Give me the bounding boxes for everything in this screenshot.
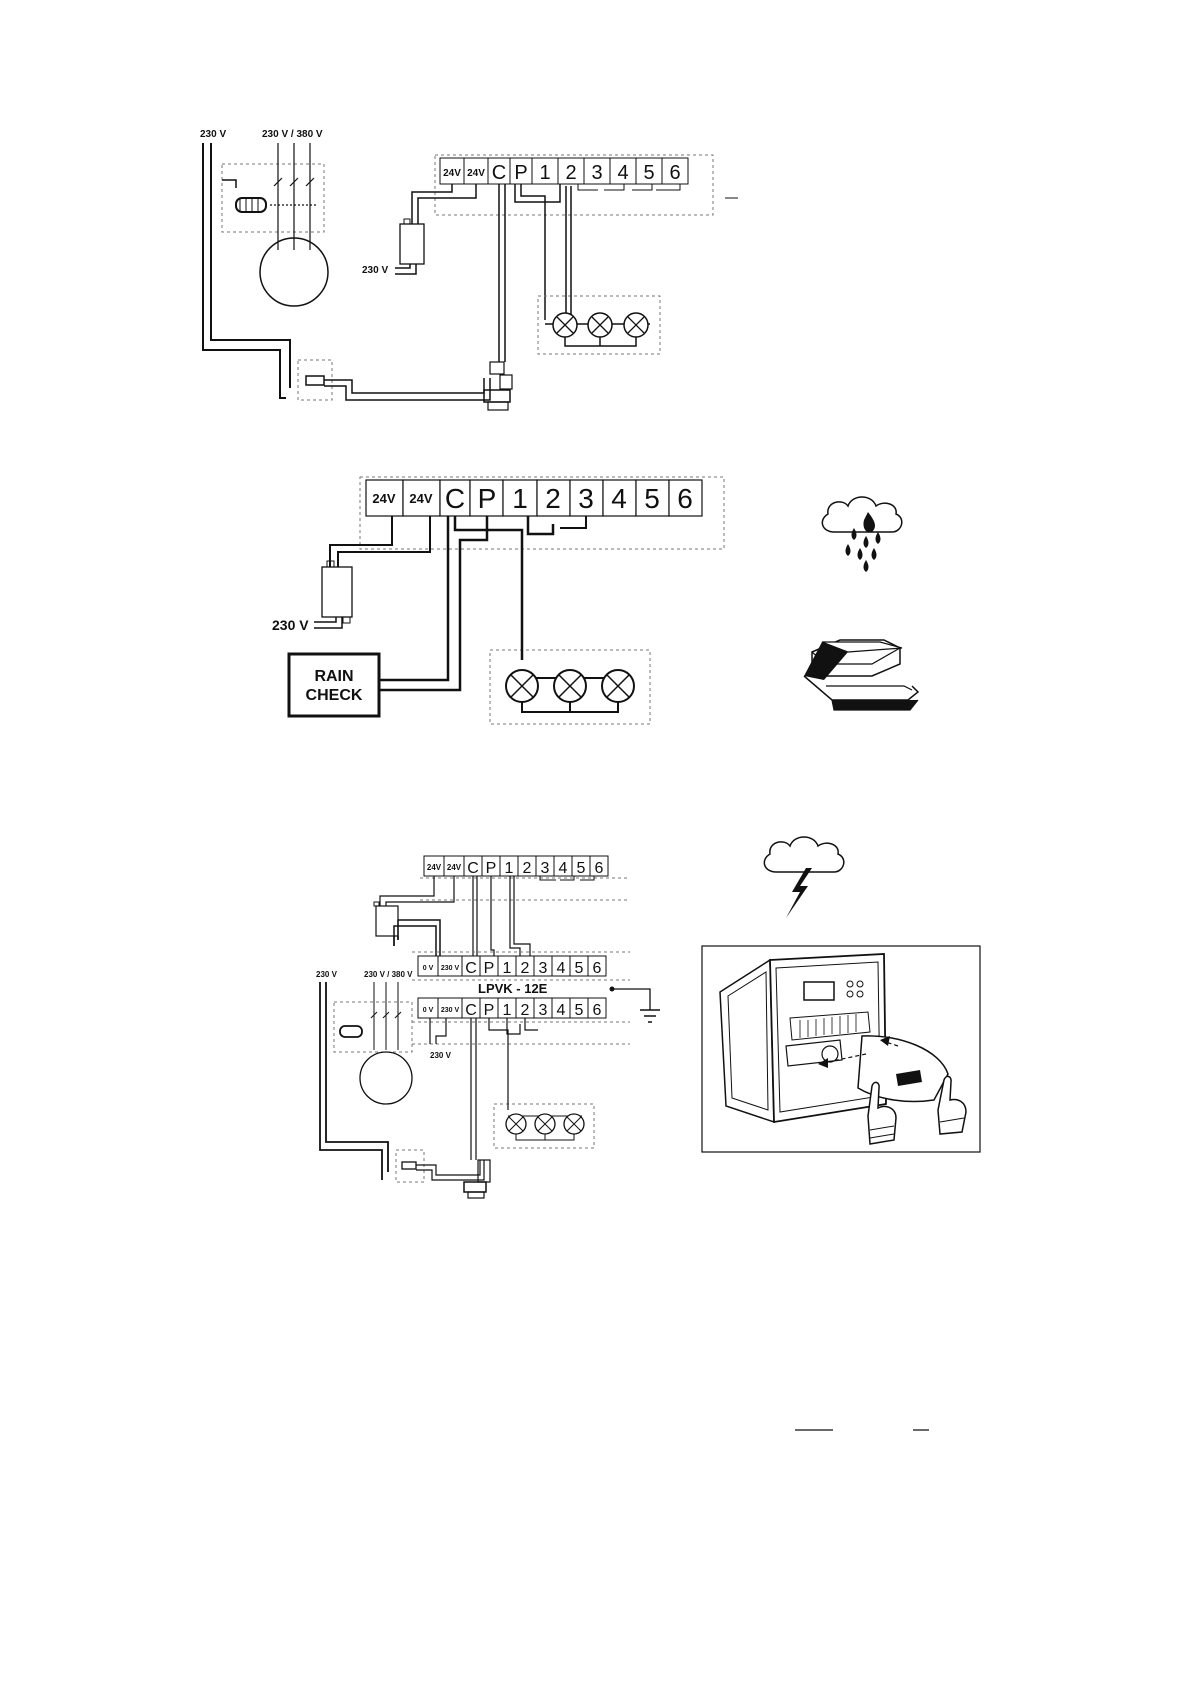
terminal-5: 5 [644, 483, 660, 514]
module-terminal-3: 3 [539, 960, 548, 977]
terminal-c: C [467, 860, 479, 877]
transformer-icon [400, 224, 424, 264]
module-terminal-2: 2 [521, 1002, 530, 1019]
relay-coil-icon [340, 1026, 362, 1037]
pump-supply-voltage-label: 230 V / 380 V [262, 129, 323, 140]
zone-valve-icon [588, 313, 612, 337]
module-terminal-230v: 230 V [441, 965, 460, 972]
terminal-2: 2 [545, 483, 561, 514]
module-terminal-230v: 230 V [441, 1007, 460, 1014]
zone-valve-icon [624, 313, 648, 337]
terminal-p: P [478, 483, 497, 514]
surge-module-lower-strip: 0 V 230 V C P 1 2 3 4 5 6 [412, 998, 630, 1044]
terminal-4: 4 [617, 162, 628, 184]
transformer-voltage-label: 230 V [362, 265, 388, 276]
terminal-1: 1 [505, 860, 514, 877]
terminal-c: C [445, 483, 465, 514]
terminal-1: 1 [539, 162, 550, 184]
terminal-24v-2: 24V [467, 168, 485, 179]
terminal-6: 6 [669, 162, 680, 184]
surge-module-label: LPVK - 12E [478, 981, 548, 996]
terminal-24v-1: 24V [443, 168, 461, 179]
controller-terminal-strip: 24V 24V C P 1 2 3 4 5 6 [435, 155, 738, 215]
module-terminal-1: 1 [503, 960, 512, 977]
module-terminal-2: 2 [521, 960, 530, 977]
zone-valve-icon [553, 313, 577, 337]
supply-voltage-label: 230 V [200, 129, 226, 140]
module-terminal-0v: 0 V [423, 965, 434, 972]
module-terminal-c: C [465, 960, 477, 977]
zone-valve-icon [506, 670, 538, 702]
terminal-5: 5 [643, 162, 654, 184]
rain-sensor-device-icon [804, 640, 918, 710]
transformer-icon [322, 567, 352, 617]
terminal-3: 3 [541, 860, 550, 877]
master-valve-icon [464, 1160, 490, 1198]
transformer-voltage-label: 230 V [272, 617, 309, 633]
ground-symbol-icon [640, 1010, 660, 1022]
module-terminal-p: P [484, 960, 495, 977]
controller-terminal-strip: 24V 24V C P 1 2 3 4 5 6 [360, 477, 724, 549]
zone-valve-icon [554, 670, 586, 702]
module-terminal-3: 3 [539, 1002, 548, 1019]
terminal-2: 2 [565, 162, 576, 184]
rain-check-sensor-box: RAIN CHECK [289, 654, 379, 716]
contactor-box [222, 164, 324, 232]
terminal-6: 6 [677, 483, 693, 514]
terminal-24v-1: 24V [372, 491, 395, 506]
zone-valve-icon [506, 1114, 526, 1134]
terminal-2: 2 [523, 860, 532, 877]
pump-motor-icon [360, 1052, 412, 1104]
supply-voltage-label: 230 V [316, 970, 338, 979]
terminal-p: P [486, 860, 497, 877]
terminal-24v-2: 24V [409, 491, 432, 506]
terminal-4: 4 [559, 860, 568, 877]
terminal-3: 3 [578, 483, 594, 514]
relay-coil-icon [236, 198, 266, 212]
terminal-6: 6 [595, 860, 604, 877]
rain-check-label-line1: RAIN [314, 668, 353, 685]
module-terminal-5: 5 [575, 960, 584, 977]
module-terminal-6: 6 [593, 960, 602, 977]
rain-cloud-icon [822, 497, 901, 572]
terminal-24v-2: 24V [447, 863, 462, 872]
master-valve-icon [484, 362, 512, 410]
module-terminal-4: 4 [557, 1002, 566, 1019]
terminal-1: 1 [512, 483, 528, 514]
terminal-3: 3 [591, 162, 602, 184]
module-terminal-p: P [484, 1002, 495, 1019]
terminal-p: P [514, 162, 527, 184]
pump-supply-voltage-label: 230 V / 380 V [364, 970, 413, 979]
lightning-cloud-icon [764, 837, 843, 918]
terminal-5: 5 [577, 860, 586, 877]
diagram-2-rain-sensor: 24V 24V C P 1 2 3 4 5 6 230 V RAIN CHECK [272, 477, 918, 724]
zone-valve-icon [564, 1114, 584, 1134]
terminal-24v-1: 24V [427, 863, 442, 872]
diagram-1-pump-start-relay: 230 V 230 V / 380 V [200, 129, 738, 410]
module-supply-voltage-label: 230 V [430, 1051, 452, 1060]
module-terminal-c: C [465, 1002, 477, 1019]
zone-valve-icon [535, 1114, 555, 1134]
module-terminal-5: 5 [575, 1002, 584, 1019]
controller-installation-illustration [702, 946, 980, 1152]
module-terminal-4: 4 [557, 960, 566, 977]
module-terminal-6: 6 [593, 1002, 602, 1019]
module-terminal-0v: 0 V [423, 1007, 434, 1014]
terminal-4: 4 [611, 483, 627, 514]
zone-valve-icon [602, 670, 634, 702]
diagram-3-surge-module: 24V 24V C P 1 2 3 4 5 6 [316, 837, 980, 1198]
rain-check-label-line2: CHECK [306, 687, 363, 704]
controller-terminal-strip: 24V 24V C P 1 2 3 4 5 6 [420, 856, 630, 900]
terminal-c: C [492, 162, 506, 184]
surge-module-upper-strip: 0 V 230 V C P 1 2 3 4 5 6 [412, 952, 630, 980]
module-terminal-1: 1 [503, 1002, 512, 1019]
